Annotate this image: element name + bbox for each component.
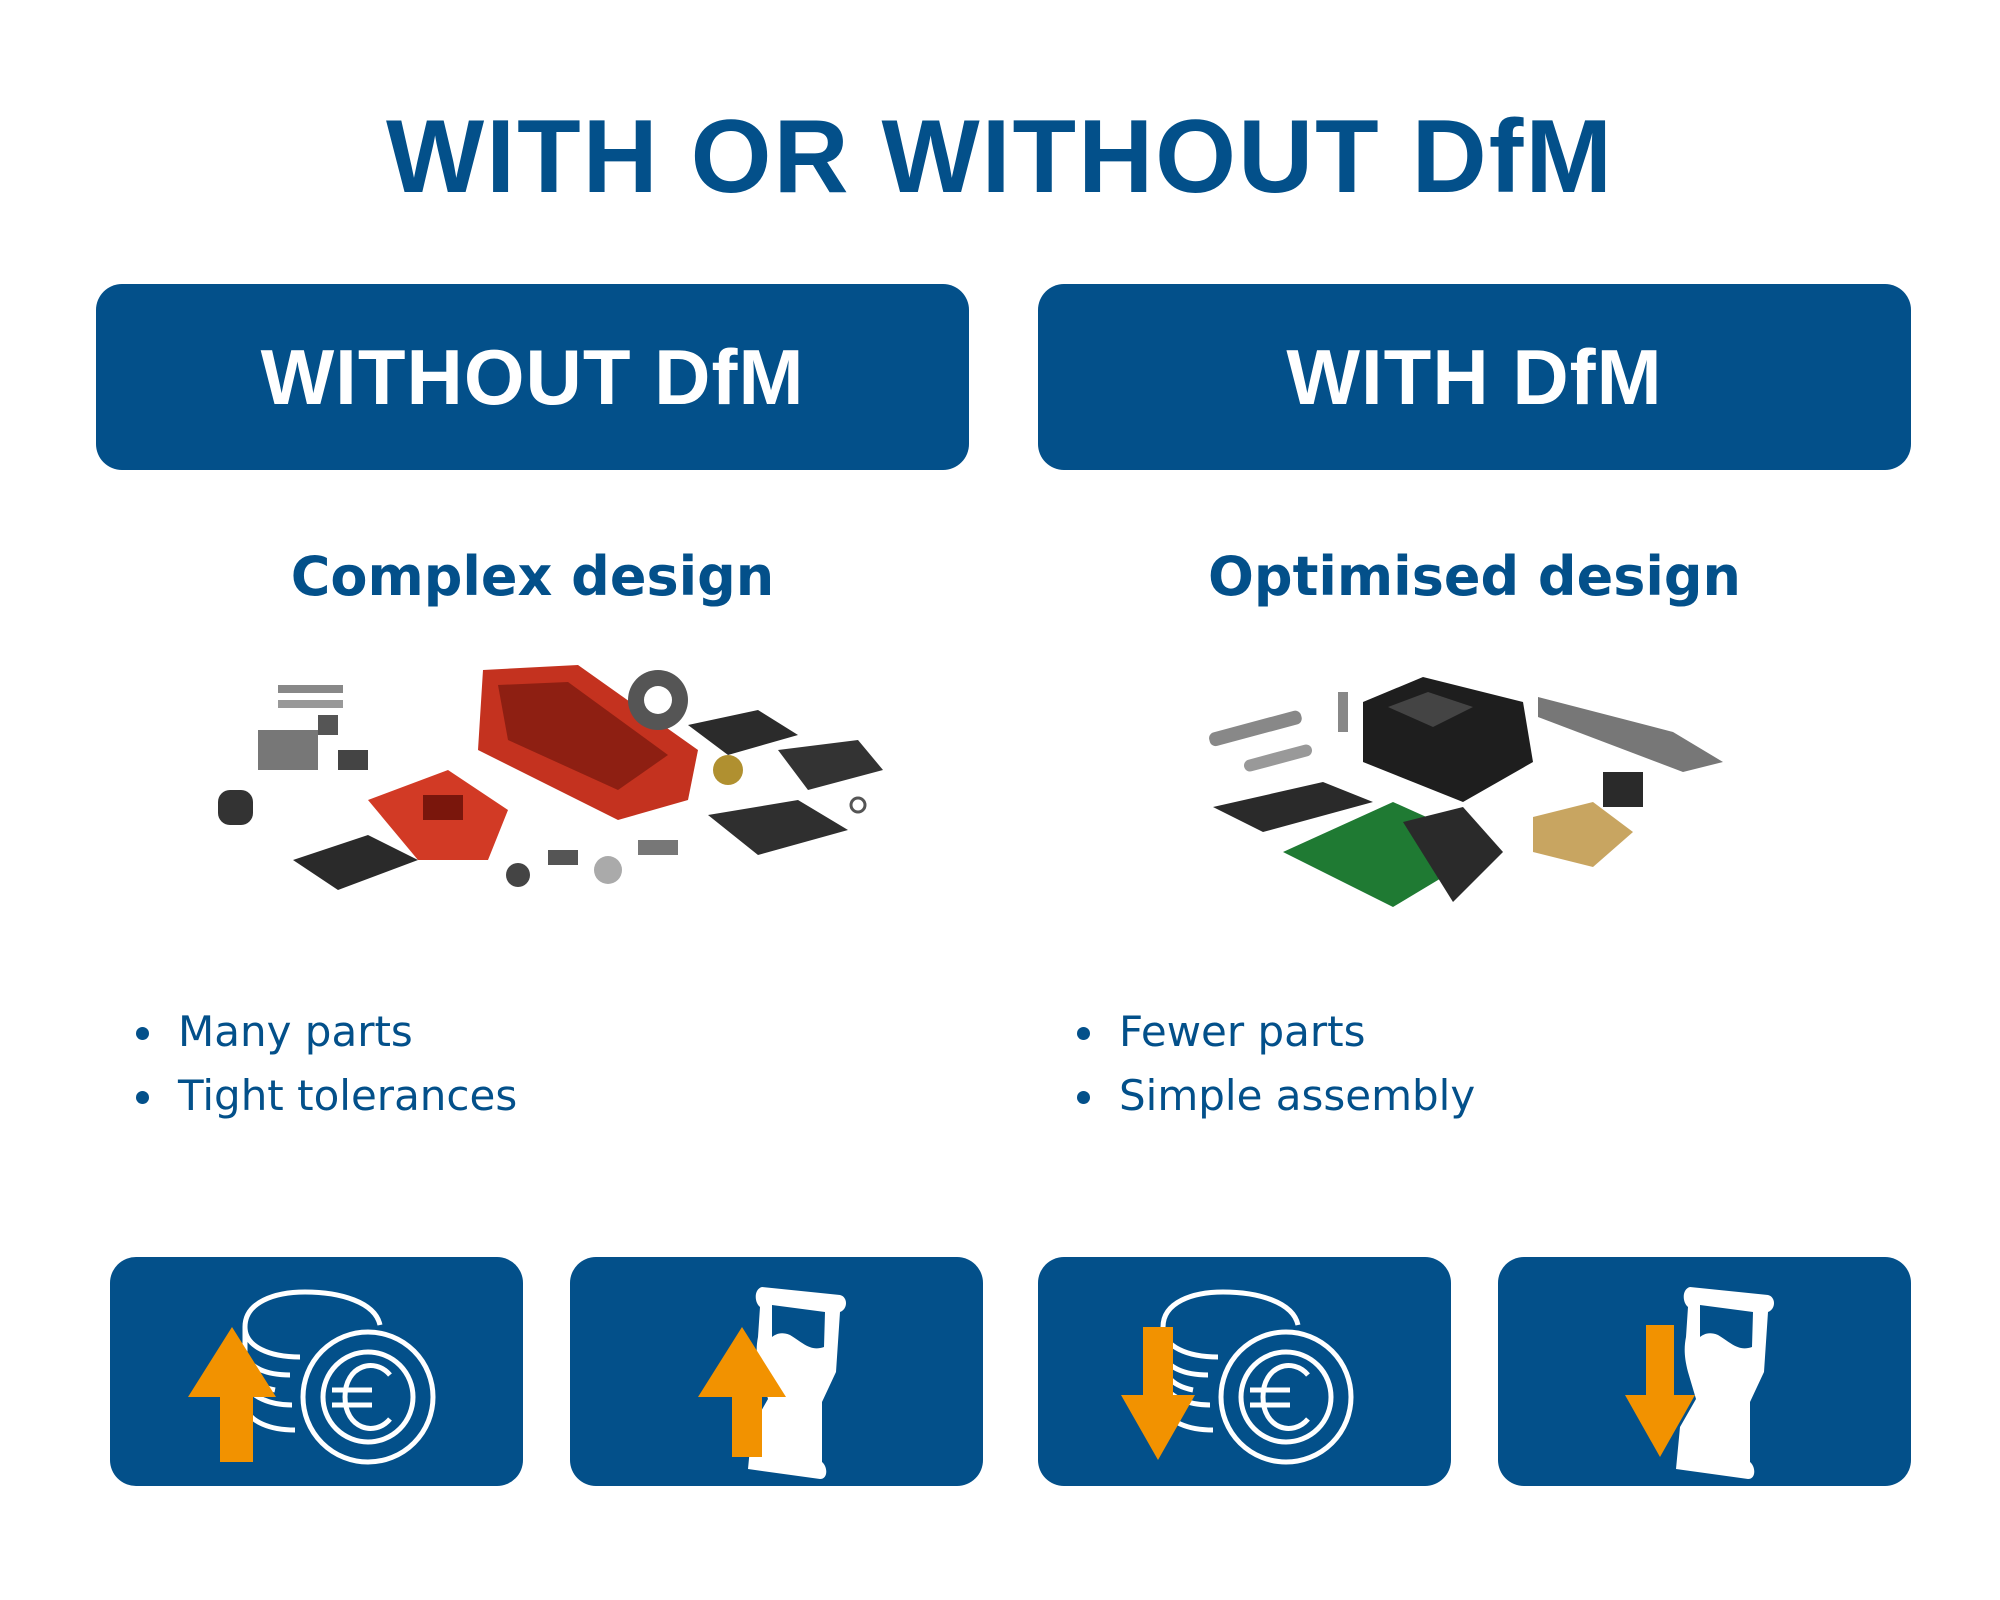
complex-parts-image <box>218 665 883 890</box>
cost-up-box <box>110 1257 523 1486</box>
arrow-down-icon <box>1625 1325 1695 1457</box>
hourglass-icon <box>748 1287 846 1479</box>
bullet-item: Many parts <box>136 1000 517 1064</box>
arrow-up-icon <box>698 1327 786 1457</box>
without-dfm-bullets: Many parts Tight tolerances <box>136 1000 517 1128</box>
arrow-up-icon <box>188 1327 276 1462</box>
bullet-item: Tight tolerances <box>136 1064 517 1128</box>
page-title: WITH OR WITHOUT DfM <box>386 99 1614 215</box>
time-up-box <box>570 1257 983 1486</box>
cost-down-box <box>1038 1257 1451 1486</box>
subtitle-complex-design: Complex design <box>290 545 775 608</box>
header-with-dfm: WITH DfM <box>1038 284 1911 470</box>
subtitle-optimised-design: Optimised design <box>1208 545 1741 608</box>
simple-parts-image <box>1209 677 1723 907</box>
bullet-item: Simple assembly <box>1077 1064 1475 1128</box>
bullet-item: Fewer parts <box>1077 1000 1475 1064</box>
with-dfm-bullets: Fewer parts Simple assembly <box>1077 1000 1475 1128</box>
arrow-down-icon <box>1121 1327 1195 1460</box>
header-without-dfm: WITHOUT DfM <box>96 284 969 470</box>
hourglass-icon <box>1676 1287 1774 1479</box>
time-down-box <box>1498 1257 1911 1486</box>
